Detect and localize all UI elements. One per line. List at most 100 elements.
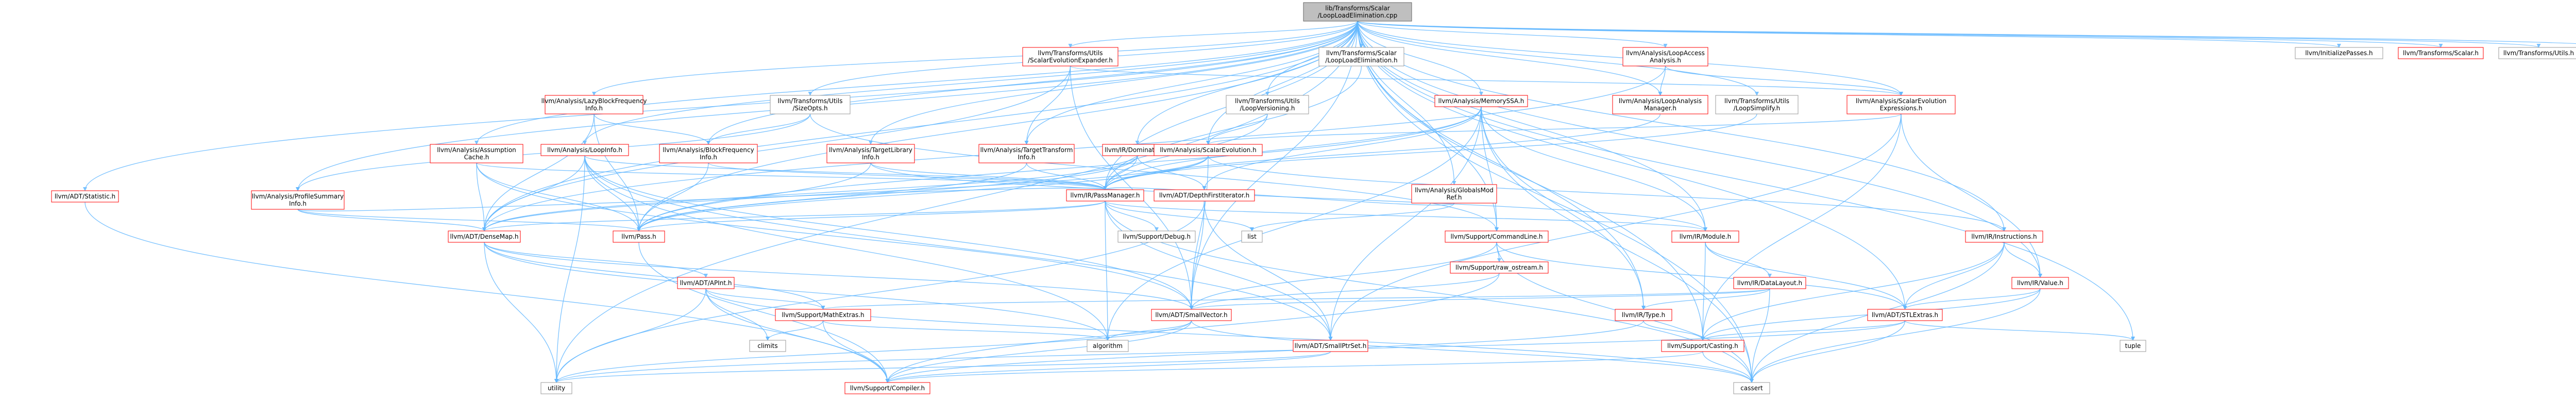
node-ir-module[interactable]: llvm/IR/Module.h (1671, 230, 1739, 243)
node-adt-statistic[interactable]: llvm/ADT/Statistic.h (51, 190, 119, 203)
root-file-node: lib/Transforms/Scalar/LoopLoadEliminatio… (1303, 2, 1412, 22)
node-label: llvm/Support/CommandLine.h (1450, 233, 1543, 240)
edge-ir_dominators-to-adt_depthfirst (1137, 155, 1207, 190)
edge-adt_densemap-to-adt_apint (484, 242, 708, 278)
edge-root-to-utility (554, 21, 1358, 383)
node-tr-utils-h[interactable]: llvm/Transforms/Utils.h (2498, 47, 2576, 59)
node-ir-passmanager[interactable]: llvm/IR/PassManager.h (1066, 189, 1144, 202)
node-box (251, 190, 345, 210)
edge-an_globalsmodref-to-ir_passmanager (1103, 186, 1455, 206)
node-ir-type[interactable]: llvm/IR/Type.h (1615, 309, 1672, 321)
edge-an_scev_expr-to-support_casting (1701, 113, 1902, 341)
node-an-loopinfo[interactable]: llvm/Analysis/LoopInfo.h (540, 144, 629, 156)
edge-root-to-ir_value (1357, 21, 2042, 278)
edge-an_lazyblockfreq-to-adt_densemap (482, 113, 595, 231)
edge-adt_smallvector-to-cassert (1191, 320, 1754, 383)
node-tr-loopversioning[interactable]: llvm/Transforms/Utils/LoopVersioning.h (1226, 95, 1309, 114)
node-an-scev-h[interactable]: llvm/Analysis/ScalarEvolution.h (1154, 144, 1263, 156)
node-label: climits (757, 342, 777, 350)
edge-ir_passmanager-to-pass_h (637, 201, 1106, 231)
node-tr-scev-expander[interactable]: llvm/Transforms/Utils/ScalarEvolutionExp… (1022, 47, 1118, 66)
node-list: list (1241, 230, 1263, 243)
node-ir-instructions[interactable]: llvm/IR/Instructions.h (1965, 230, 2043, 243)
node-label: Info.h (700, 154, 717, 161)
node-label: llvm/IR/Module.h (1680, 233, 1731, 240)
node-an-scev-expr[interactable]: llvm/Analysis/ScalarEvolutionExpressions… (1846, 95, 1956, 114)
node-label: utility (548, 385, 565, 392)
node-label: llvm/IR/DataLayout.h (1737, 279, 1802, 287)
node-label: tuple (2125, 342, 2141, 350)
edge-adt_densemap-to-support_mathextras (484, 242, 825, 310)
edge-adt_apint-to-support_compiler (705, 288, 890, 383)
node-label: llvm/Support/MathExtras.h (782, 311, 864, 319)
node-ir-value[interactable]: llvm/IR/Value.h (2011, 277, 2069, 289)
node-adt-stlextras[interactable]: llvm/ADT/STLExtras.h (1867, 309, 1943, 321)
node-ir-datalayout[interactable]: llvm/IR/DataLayout.h (1733, 277, 1806, 289)
edge-an_memoryssa-to-adt_depthfirst (1202, 106, 1482, 190)
node-support-raw-ostream[interactable]: llvm/Support/raw_ostream.h (1450, 261, 1549, 274)
edge-an_tti-to-ir_passmanager (1026, 162, 1107, 190)
node-label: llvm/Transforms/Utils (1724, 97, 1789, 105)
node-support-compiler[interactable]: llvm/Support/Compiler.h (844, 382, 930, 394)
node-label: cassert (1740, 385, 1763, 392)
node-tr-scalar-h[interactable]: llvm/Transforms/Scalar.h (2398, 47, 2484, 59)
edge-adt_densemap-to-utility (484, 242, 558, 383)
node-box (1087, 340, 1129, 352)
edge-support_cmdline-to-adt_stlextras (1496, 242, 1907, 310)
node-support-debug[interactable]: llvm/Support/Debug.h (1117, 230, 1196, 243)
node-box (2011, 277, 2069, 289)
edge-tr_loopsimplify-to-ir_passmanager (1103, 113, 1757, 190)
edge-an_memoryssa-to-cassert (1481, 106, 1754, 383)
node-tr-scalar-lle[interactable]: llvm/Transforms/Scalar/LoopLoadEliminati… (1318, 47, 1404, 66)
node-label: llvm/IR/PassManager.h (1071, 192, 1140, 199)
node-adt-depthfirst[interactable]: llvm/ADT/DepthFirstIterator.h (1154, 189, 1255, 202)
node-label: Info.h (1018, 154, 1036, 161)
edge-an_scev_h-to-pass_h (637, 155, 1209, 231)
graph-nodes: lib/Transforms/Scalar/LoopLoadEliminatio… (51, 2, 2576, 394)
node-pass-h[interactable]: llvm/Pass.h (613, 230, 665, 243)
edge-support_cmdline-to-adt_smallvector (1189, 242, 1497, 310)
edge-tr_scev_expander-to-an_scev_expr (1070, 65, 1903, 96)
edge-ir_module-to-support_casting (1701, 242, 1706, 341)
node-label: llvm/ADT/APInt.h (680, 279, 732, 287)
node-initializepasses[interactable]: llvm/InitializePasses.h (2295, 47, 2383, 59)
node-box (1241, 230, 1263, 243)
node-box (1671, 230, 1739, 243)
edge-an_loopaccess-to-an_scev_expr (1665, 65, 1903, 96)
node-adt-apint[interactable]: llvm/ADT/APInt.h (677, 277, 735, 289)
edge-root-to-cassert (1357, 21, 1754, 383)
node-box (1445, 230, 1549, 243)
edge-adt_stlextras-to-support_casting (1701, 320, 1906, 341)
node-label: llvm/Analysis/TargetLibrary (829, 146, 912, 154)
node-support-mathextras[interactable]: llvm/Support/MathExtras.h (775, 309, 871, 321)
node-support-casting[interactable]: llvm/Support/Casting.h (1661, 340, 1744, 352)
node-label: Ref.h (1447, 194, 1462, 201)
edge-support_casting-to-cassert (1702, 351, 1754, 383)
node-box (1154, 144, 1263, 156)
node-adt-smallvector[interactable]: llvm/ADT/SmallVector.h (1151, 309, 1232, 321)
node-support-cmdline[interactable]: llvm/Support/CommandLine.h (1445, 230, 1549, 243)
node-tr-utils-sizeopts[interactable]: llvm/Transforms/Utils/SizeOpts.h (770, 95, 851, 114)
node-label: llvm/Support/raw_ostream.h (1455, 264, 1543, 271)
edge-ir_module-to-adt_stlextras (1705, 242, 1907, 310)
node-adt-smallptrset[interactable]: llvm/ADT/SmallPtrSet.h (1293, 340, 1368, 352)
node-an-memoryssa[interactable]: llvm/Analysis/MemorySSA.h (1434, 95, 1528, 107)
node-label: /LoopLoadElimination.cpp (1318, 12, 1397, 19)
node-label: /SizeOpts.h (792, 105, 827, 112)
node-adt-densemap[interactable]: llvm/ADT/DenseMap.h (448, 230, 521, 243)
edge-an_loopinfo-to-algorithm (584, 155, 1110, 341)
node-box (1117, 230, 1196, 243)
node-tr-loopsimplify[interactable]: llvm/Transforms/Utils/LoopSimplify.h (1715, 95, 1799, 114)
node-label: llvm/Analysis/BlockFrequency (663, 146, 754, 154)
node-label: /LoopLoadElimination.h (1325, 57, 1397, 64)
